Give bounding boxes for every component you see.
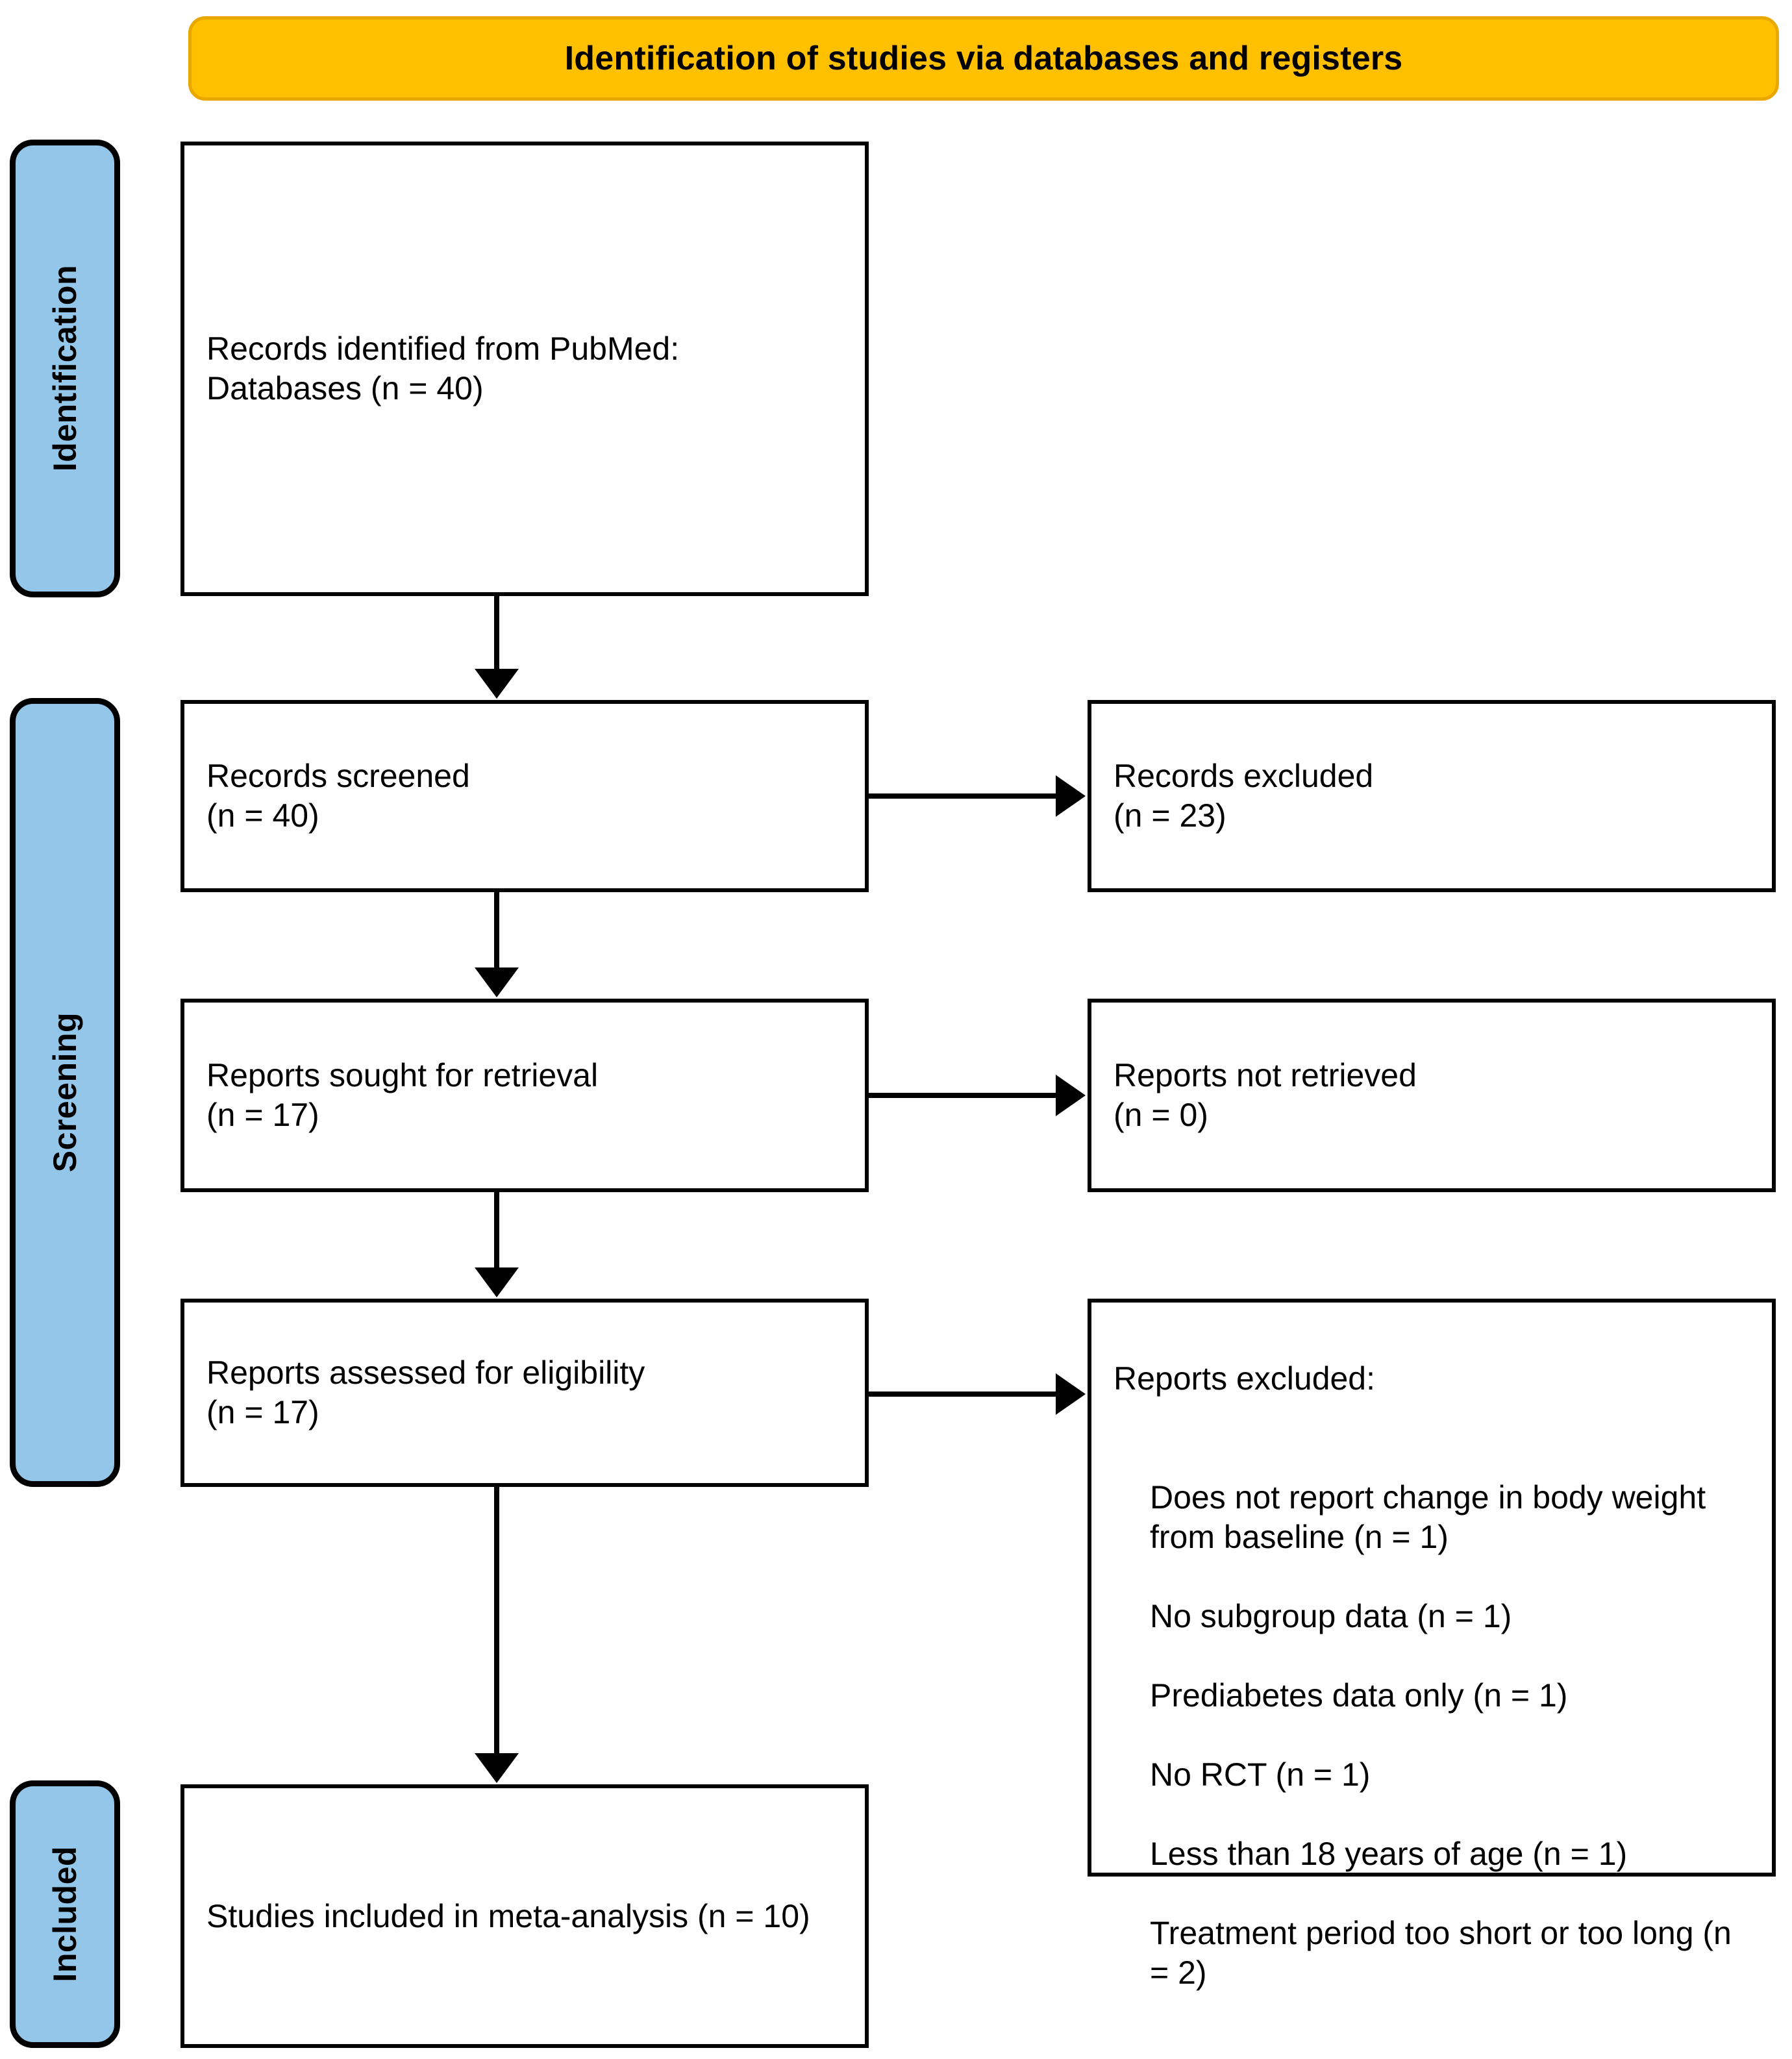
box-reports-not-retrieved: Reports not retrieved (n = 0) xyxy=(1088,999,1776,1192)
connector-sought-to-not-retrieved xyxy=(869,1093,1057,1098)
list-item: Treatment period too short or too long (… xyxy=(1150,1915,1732,1991)
box-records-identified: Records identified from PubMed: Database… xyxy=(180,142,869,596)
page-title: Identification of studies via databases … xyxy=(564,40,1403,77)
stage-label-included: Included xyxy=(10,1780,120,2048)
arrowhead-right-icon xyxy=(1056,1373,1086,1415)
arrowhead-down-icon xyxy=(475,1753,519,1783)
box-records-excluded: Records excluded (n = 23) xyxy=(1088,700,1776,892)
stage-label-screening-text: Screening xyxy=(47,1012,83,1173)
arrowhead-down-icon xyxy=(475,669,519,699)
arrowhead-right-icon xyxy=(1056,1075,1086,1116)
stage-label-included-text: Included xyxy=(47,1846,83,1982)
arrowhead-right-icon xyxy=(1056,775,1086,817)
box-records-screened: Records screened (n = 40) xyxy=(180,700,869,892)
box-records-excluded-text: Records excluded (n = 23) xyxy=(1114,758,1374,834)
box-studies-included-text: Studies included in meta-analysis (n = 1… xyxy=(206,1897,810,1934)
connector-screened-to-excluded xyxy=(869,793,1057,799)
list-item: Less than 18 years of age (n = 1) xyxy=(1150,1836,1628,1872)
list-item: No RCT (n = 1) xyxy=(1150,1756,1371,1793)
connector-screened-to-sought xyxy=(494,892,499,967)
stage-label-identification-text: Identification xyxy=(47,265,83,472)
box-reports-sought-text: Reports sought for retrieval (n = 17) xyxy=(206,1057,599,1133)
reports-excluded-list: Does not report change in body weight fr… xyxy=(1114,1438,1750,2032)
reports-excluded-heading: Reports excluded: xyxy=(1114,1360,1376,1397)
connector-assessed-to-included xyxy=(494,1487,499,1754)
box-reports-assessed-text: Reports assessed for eligibility (n = 17… xyxy=(206,1354,645,1430)
stage-label-identification: Identification xyxy=(10,140,120,597)
box-records-screened-text: Records screened (n = 40) xyxy=(206,758,470,834)
arrowhead-down-icon xyxy=(475,1267,519,1297)
box-records-identified-text: Records identified from PubMed: Database… xyxy=(206,331,680,406)
box-reports-sought-for-retrieval: Reports sought for retrieval (n = 17) xyxy=(180,999,869,1192)
connector-sought-to-assessed xyxy=(494,1192,499,1269)
list-item: No subgroup data (n = 1) xyxy=(1150,1598,1512,1634)
arrowhead-down-icon xyxy=(475,967,519,997)
list-item: Prediabetes data only (n = 1) xyxy=(1150,1677,1568,1714)
box-reports-excluded-body: Reports excluded: Does not report change… xyxy=(1091,1303,1772,2059)
stage-label-screening: Screening xyxy=(10,698,120,1487)
diagram-header-banner: Identification of studies via databases … xyxy=(188,16,1779,101)
box-reports-not-retrieved-text: Reports not retrieved (n = 0) xyxy=(1114,1057,1417,1133)
box-studies-included: Studies included in meta-analysis (n = 1… xyxy=(180,1784,869,2048)
box-reports-excluded-reasons: Reports excluded: Does not report change… xyxy=(1088,1299,1776,1991)
connector-assessed-to-excluded-reasons xyxy=(869,1391,1057,1397)
box-reports-assessed-for-eligibility: Reports assessed for eligibility (n = 17… xyxy=(180,1299,869,1487)
list-item: Does not report change in body weight fr… xyxy=(1150,1479,1706,1555)
connector-identified-to-screened xyxy=(494,596,499,670)
